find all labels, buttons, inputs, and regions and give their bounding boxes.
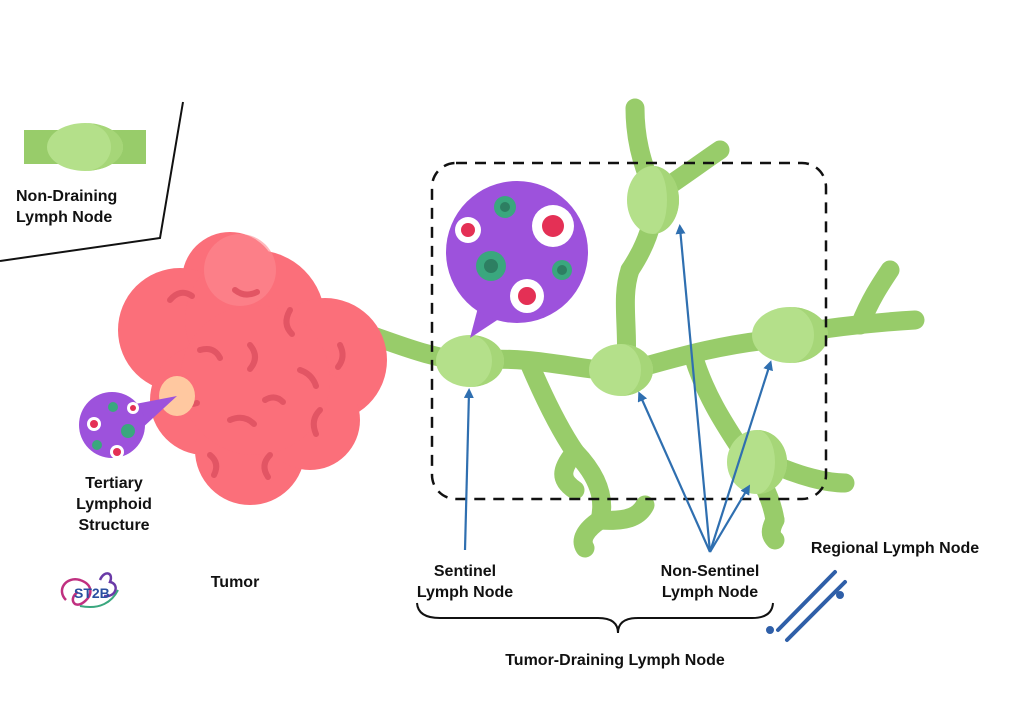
tertiary-label: Tertiary Lymphoid Structure — [76, 475, 152, 534]
sentinel-node — [436, 335, 504, 387]
divider-line — [0, 101, 184, 262]
tls-zoom-bubble-icon — [79, 392, 177, 459]
sentinel-label: Sentinel Lymph Node — [416, 563, 514, 601]
sentinel-zoom-bubble-icon — [446, 181, 588, 338]
non-sentinel-node-3 — [752, 307, 828, 363]
sentinel-arrow — [463, 388, 474, 551]
tumor-draining-brace — [416, 602, 774, 634]
non-sentinel-node-4 — [727, 430, 787, 494]
non-sentinel-arrow-4 — [709, 484, 751, 553]
svg-text:ST2B: ST2B — [74, 585, 110, 601]
non-sentinel-node-2 — [627, 166, 679, 234]
regional-node-break-icon — [766, 570, 847, 642]
tumor-label: Tumor — [210, 574, 260, 591]
annotation-arrows — [463, 224, 773, 553]
regional-label: Regional Lymph Node — [810, 540, 980, 557]
non-draining-label: Non-Draining Lymph Node — [16, 188, 118, 226]
tumor-draining-label: Tumor-Draining Lymph Node — [505, 652, 725, 669]
non-sentinel-label: Non-Sentinel Lymph Node — [660, 563, 760, 601]
tumor-draining-region-box — [430, 161, 828, 501]
non-sentinel-arrow-1 — [637, 391, 712, 553]
st2b-logo-icon: ST2B — [60, 572, 119, 608]
non-sentinel-arrow-3 — [708, 360, 773, 553]
non-sentinel-node-1 — [589, 344, 653, 396]
non-sentinel-arrow-2 — [675, 224, 712, 553]
non-draining-node-icon — [24, 123, 146, 171]
tumor-icon — [118, 232, 387, 505]
